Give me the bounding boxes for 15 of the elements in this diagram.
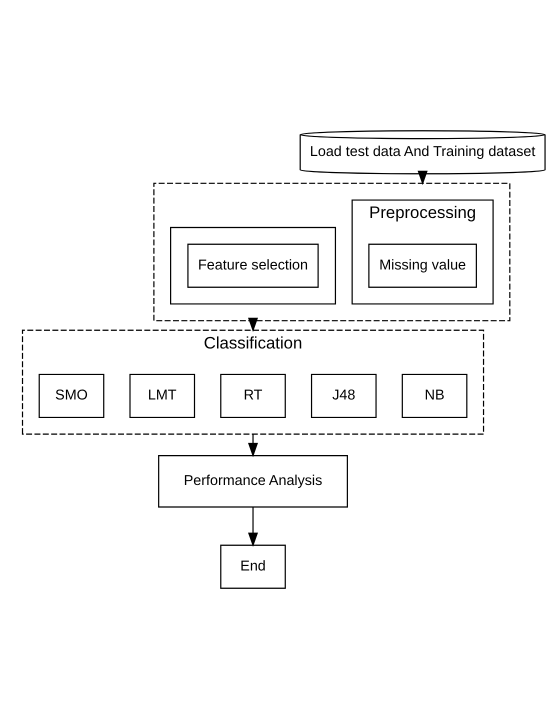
arrow [248, 506, 258, 546]
node-box: LMT [129, 373, 196, 418]
node-box: NB [402, 373, 468, 418]
arrow [248, 317, 258, 332]
cluster [153, 182, 510, 321]
node-box: J48 [310, 373, 377, 418]
node-box: Feature selection [187, 243, 319, 288]
arrow [418, 170, 428, 185]
cluster [170, 226, 336, 304]
node-box: End [220, 544, 286, 588]
node-box: SMO [38, 373, 104, 418]
node-box: Performance Analysis [158, 454, 348, 508]
node-box: RT [220, 373, 286, 418]
node-box: Missing value [368, 243, 477, 288]
arrow [248, 434, 258, 457]
